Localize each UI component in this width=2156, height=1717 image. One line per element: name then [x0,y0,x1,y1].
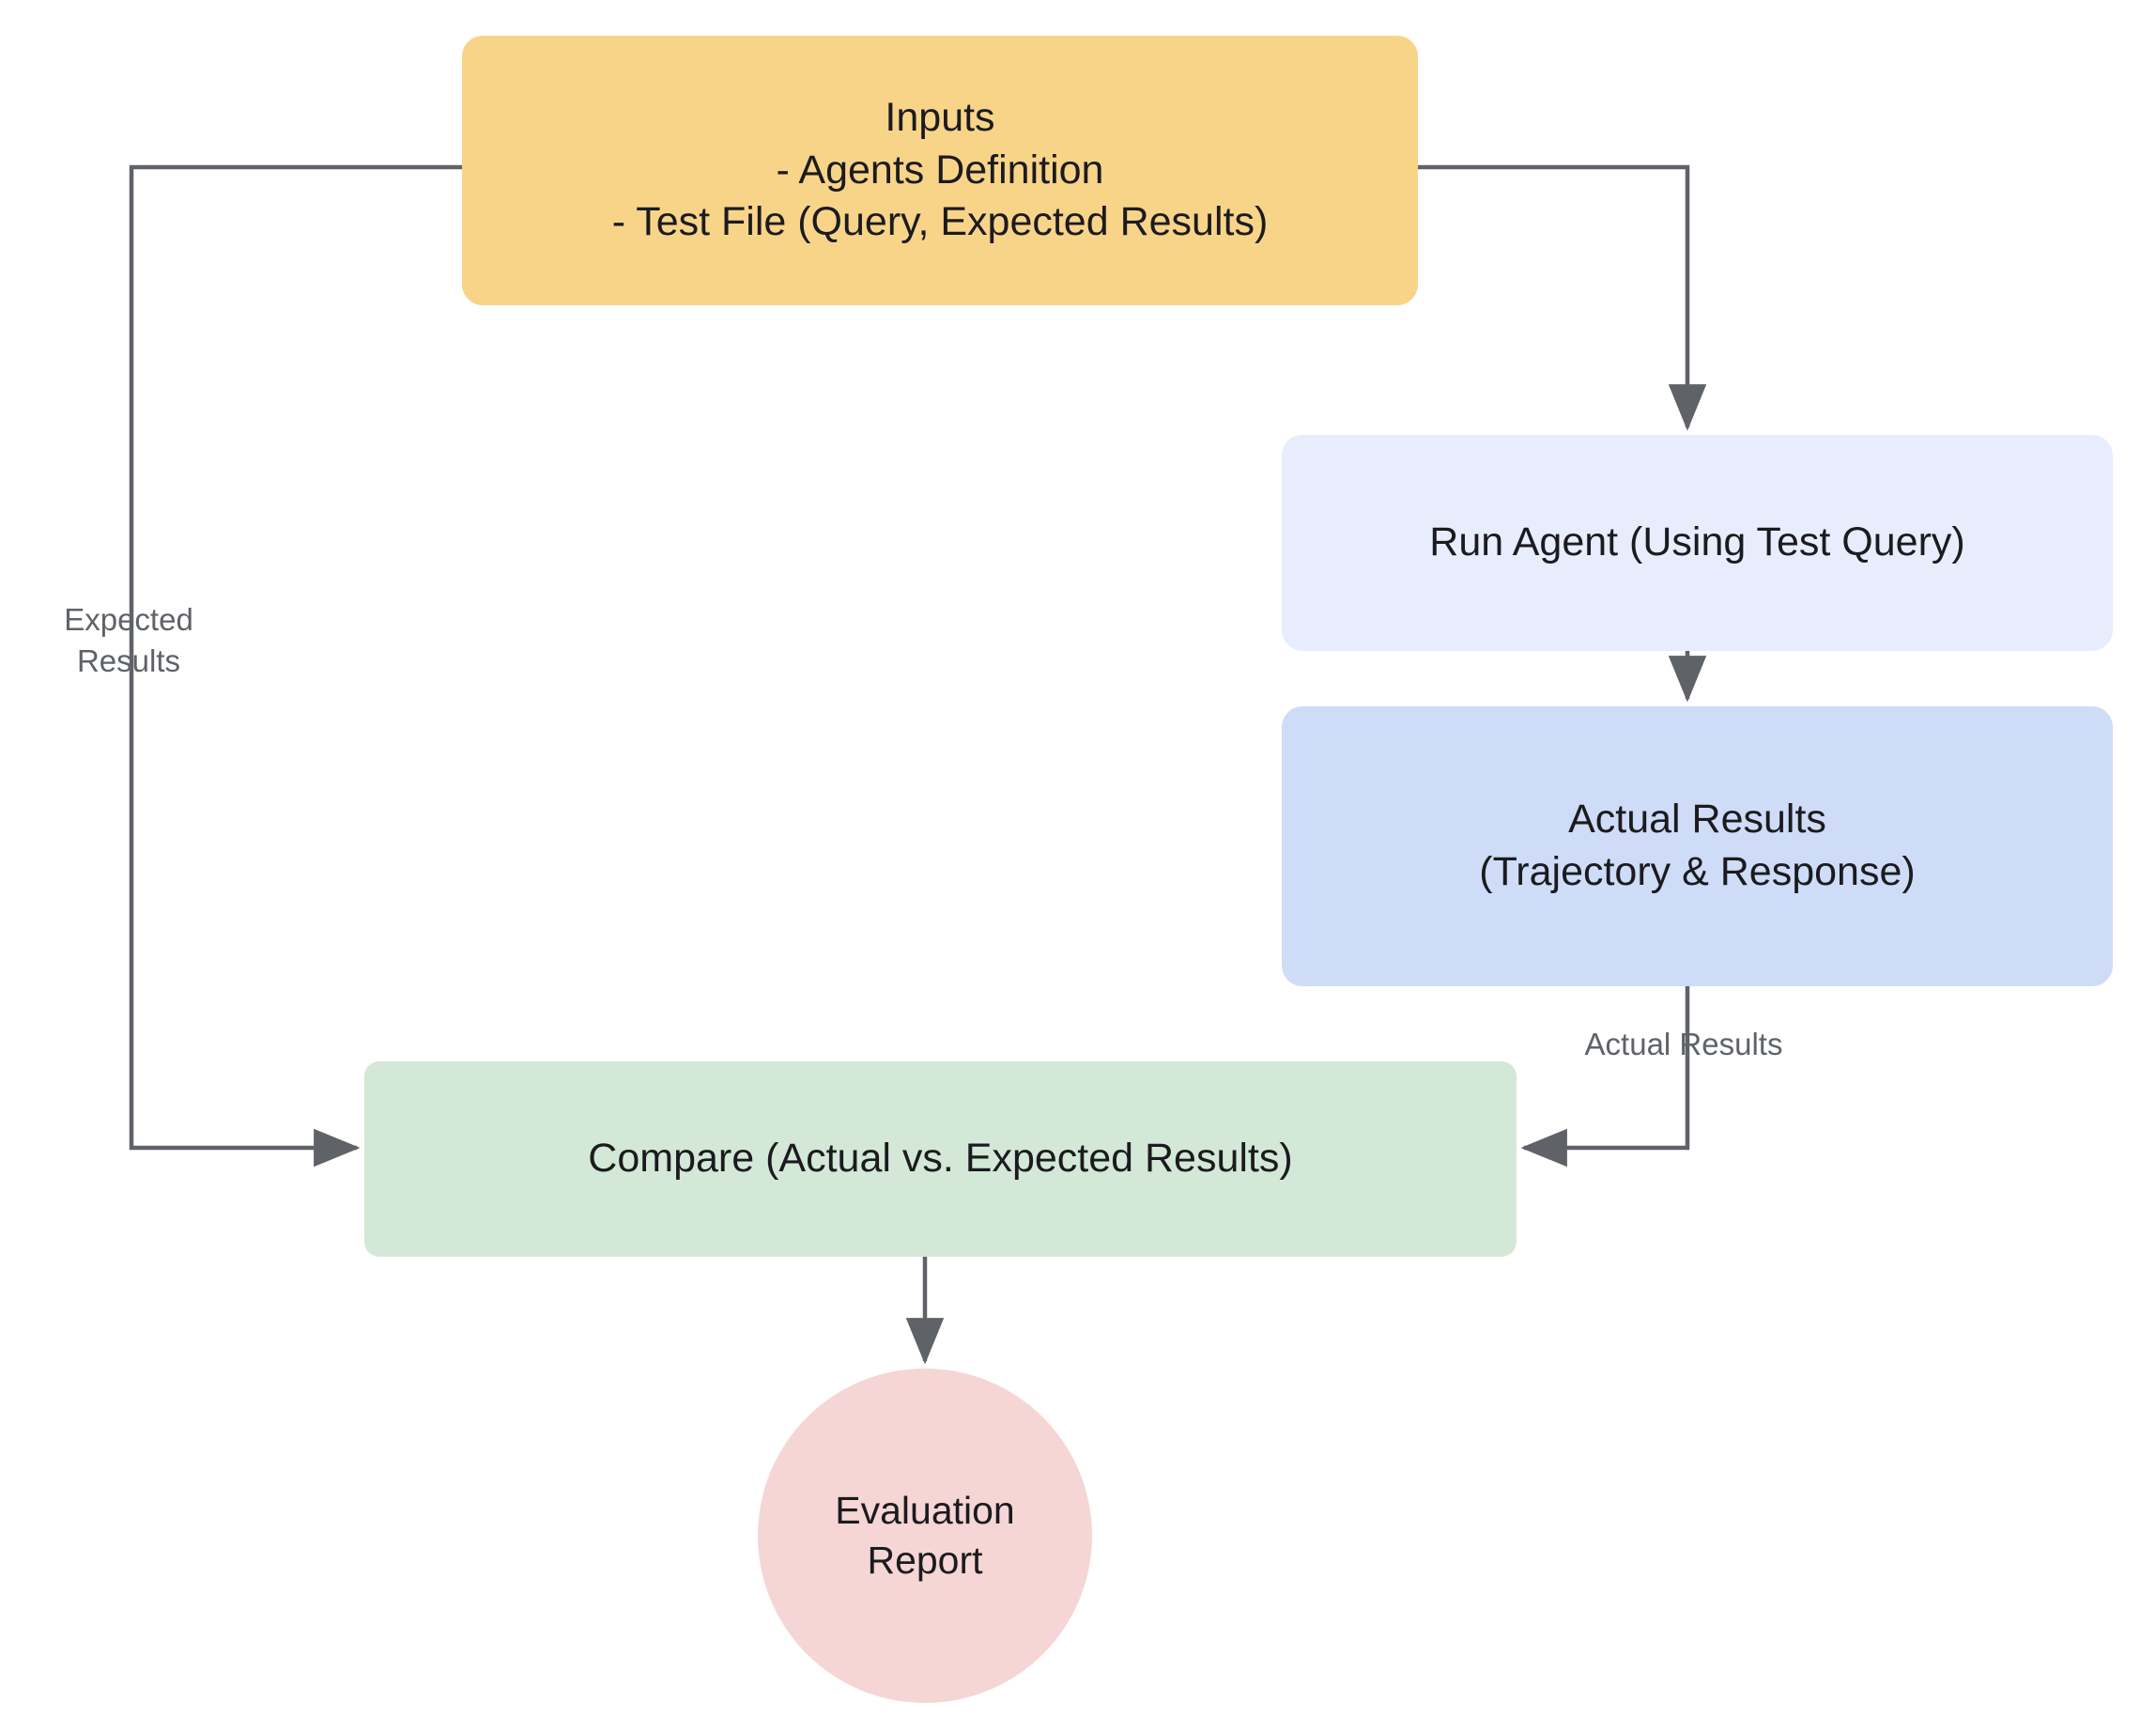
edge-actual-results-to-compare [1520,986,1690,1168]
node-actual-results[interactable]: Actual Results (Trajectory & Response) [1282,706,2113,986]
node-compare[interactable]: Compare (Actual vs. Expected Results) [364,1061,1517,1257]
node-actual-results-label: Actual Results (Trajectory & Response) [1479,797,1916,894]
edge-label-expected-results: Expected Results [64,602,193,678]
node-inputs-label: Inputs - Agents Definition - Test File (… [611,94,1269,245]
node-run-agent[interactable]: Run Agent (Using Test Query) [1282,435,2113,651]
node-evaluation-report-label: Evaluation Report [835,1488,1015,1582]
node-evaluation-report[interactable]: Evaluation Report [758,1369,1092,1703]
node-compare-label: Compare (Actual vs. Expected Results) [588,1136,1293,1182]
node-inputs[interactable]: Inputs - Agents Definition - Test File (… [462,36,1418,305]
node-run-agent-label: Run Agent (Using Test Query) [1429,519,1965,565]
edge-label-actual-results: Actual Results [1584,1027,1783,1061]
edge-inputs-to-run-agent [1418,164,1707,431]
